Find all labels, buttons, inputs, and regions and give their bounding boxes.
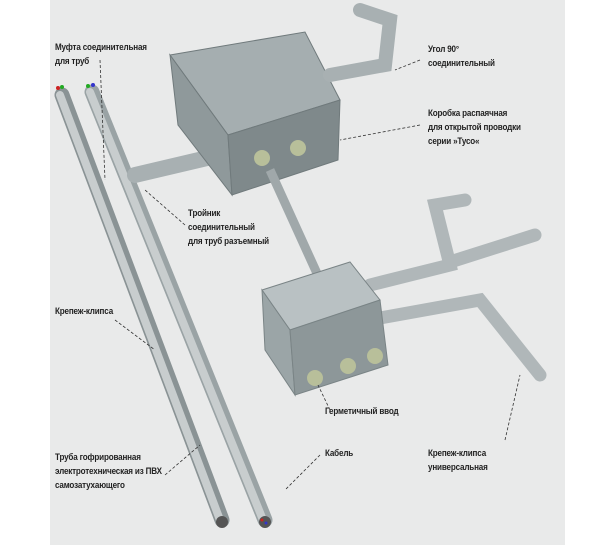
pipe-highlights bbox=[56, 88, 267, 524]
label-elbow: Угол 90° соединительный bbox=[428, 44, 495, 69]
vertical-pipe bbox=[265, 168, 325, 282]
label-coupling: Муфта соединительная для труб bbox=[55, 42, 147, 67]
label-cable: Кабель bbox=[325, 448, 354, 459]
label-tee: Тройник соединительный для труб разъемны… bbox=[188, 208, 269, 247]
label-junction-box: Коробка распаячная для открытой проводки… bbox=[428, 108, 521, 147]
junction-box-top bbox=[169, 31, 341, 197]
junction-box-bottom bbox=[261, 261, 389, 397]
cable-ends bbox=[56, 83, 271, 528]
label-gland: Герметичный ввод bbox=[325, 406, 399, 417]
label-clip-universal: Крепеж-клипса универсальная bbox=[428, 448, 488, 473]
label-pipe: Труба гофрированная электротехническая и… bbox=[55, 452, 162, 491]
pipe-to-elbow bbox=[323, 3, 398, 82]
label-clip: Крепеж-клипса bbox=[55, 306, 114, 317]
right-pipes bbox=[363, 193, 547, 382]
leader-lines bbox=[99, 59, 521, 491]
